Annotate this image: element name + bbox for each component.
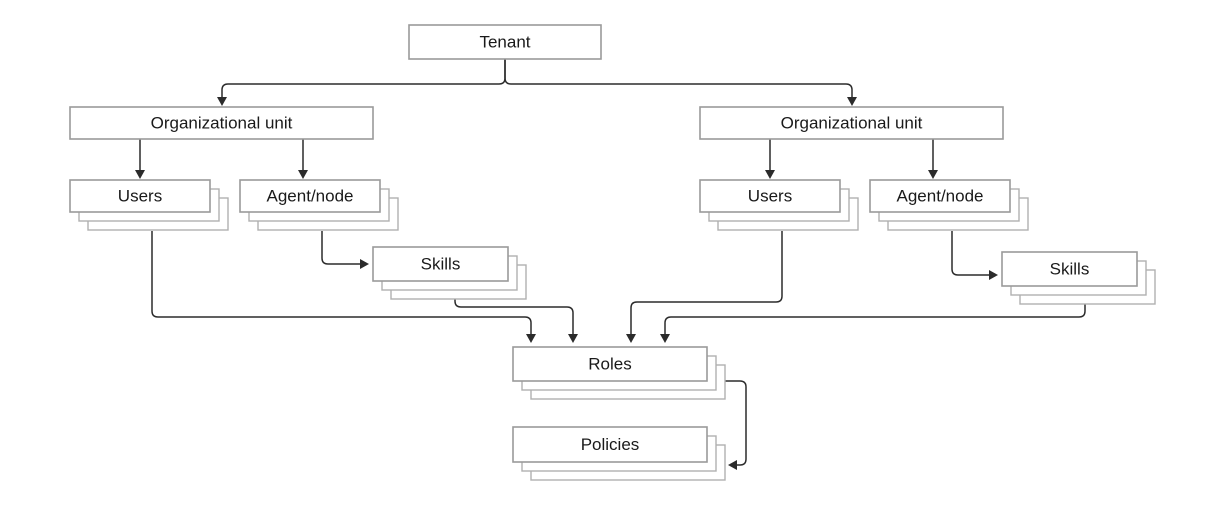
edge-agent-left-to-skills-left: [321, 231, 369, 269]
node-label-skills_right: Skills: [1050, 259, 1090, 278]
edge-ou-right-to-agent-right: [928, 139, 938, 179]
node-label-agent_left: Agent/node: [267, 186, 354, 205]
node-roles[interactable]: Roles: [512, 346, 726, 400]
arrowhead-tenant-to-ou-left: [217, 97, 227, 106]
edge-roles-to-policies: [725, 380, 747, 470]
node-label-ou_left: Organizational unit: [151, 113, 293, 132]
node-box-policies[interactable]: [512, 426, 708, 463]
node-label-users_right: Users: [748, 186, 792, 205]
edge-agent-right-to-skills-right: [951, 231, 998, 280]
arrowhead-ou-left-to-agent-left: [298, 170, 308, 179]
arrowhead-agent-right-to-skills-right: [989, 270, 998, 280]
node-skills_left[interactable]: Skills: [372, 246, 527, 300]
arrowhead-users-right-to-roles: [626, 334, 636, 343]
arrowhead-roles-to-policies: [728, 460, 737, 470]
edge-tenant-to-ou-left: [217, 59, 506, 106]
node-agent_right[interactable]: Agent/node: [869, 179, 1029, 231]
edge-users-left-to-roles: [151, 231, 536, 343]
edge-ou-left-to-users-left: [135, 139, 145, 179]
node-label-policies: Policies: [581, 435, 640, 454]
node-box-agent_right[interactable]: [869, 179, 1011, 213]
node-users_left[interactable]: Users: [69, 179, 229, 231]
arrowhead-skills-left-to-roles: [568, 334, 578, 343]
arrowhead-users-left-to-roles: [526, 334, 536, 343]
node-box-ou_right[interactable]: [699, 106, 1004, 140]
node-box-agent_left[interactable]: [239, 179, 381, 213]
node-label-skills_left: Skills: [421, 254, 461, 273]
edges-layer: [135, 59, 1086, 470]
arrowhead-agent-left-to-skills-left: [360, 259, 369, 269]
node-box-ou_left[interactable]: [69, 106, 374, 140]
node-agent_left[interactable]: Agent/node: [239, 179, 399, 231]
node-label-users_left: Users: [118, 186, 162, 205]
node-box-users_left[interactable]: [69, 179, 211, 213]
edge-ou-right-to-users-right: [765, 139, 775, 179]
arrowhead-ou-right-to-agent-right: [928, 170, 938, 179]
arrowhead-ou-left-to-users-left: [135, 170, 145, 179]
node-label-ou_right: Organizational unit: [781, 113, 923, 132]
node-box-skills_right[interactable]: [1001, 251, 1138, 287]
arrowhead-ou-right-to-users-right: [765, 170, 775, 179]
arrowhead-skills-right-to-roles: [660, 334, 670, 343]
node-users_right[interactable]: Users: [699, 179, 859, 231]
node-ou_right[interactable]: Organizational unit: [699, 106, 1004, 140]
node-skills_right[interactable]: Skills: [1001, 251, 1156, 305]
node-box-users_right[interactable]: [699, 179, 841, 213]
edge-tenant-to-ou-right: [504, 59, 857, 106]
node-label-roles: Roles: [588, 354, 631, 373]
edge-ou-left-to-agent-left: [298, 139, 308, 179]
node-box-skills_left[interactable]: [372, 246, 509, 282]
node-box-tenant[interactable]: [408, 24, 602, 60]
arrowhead-tenant-to-ou-right: [847, 97, 857, 106]
node-label-tenant: Tenant: [479, 32, 530, 51]
node-ou_left[interactable]: Organizational unit: [69, 106, 374, 140]
edge-skills-left-to-roles: [454, 299, 578, 343]
node-policies[interactable]: Policies: [512, 426, 726, 481]
node-label-agent_right: Agent/node: [897, 186, 984, 205]
node-box-roles[interactable]: [512, 346, 708, 382]
node-tenant[interactable]: Tenant: [408, 24, 602, 60]
edge-skills-right-to-roles: [660, 304, 1086, 343]
edge-users-right-to-roles: [626, 231, 783, 343]
